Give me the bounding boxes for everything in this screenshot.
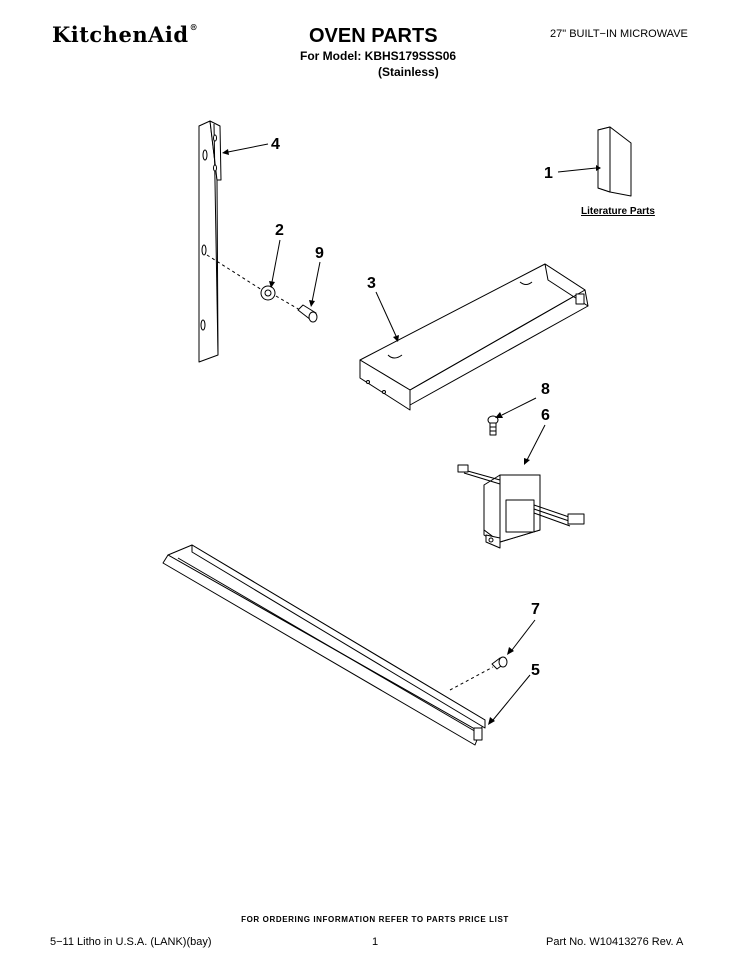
- callout-2: 2: [275, 222, 284, 239]
- brand-name: KitchenAid: [52, 22, 189, 47]
- callout-4: 4: [271, 136, 280, 153]
- page-number: 1: [372, 936, 379, 948]
- callout-8: 8: [541, 381, 550, 398]
- part-number: Part No. W10413276 Rev. A: [546, 936, 684, 948]
- part-7-screw: [491, 656, 508, 670]
- litho-info: 5−11 Litho in U.S.A. (LANK)(bay): [50, 936, 212, 948]
- callout-leaders: [222, 143, 601, 725]
- model-number: For Model: KBHS179SSS06: [300, 49, 457, 63]
- callout-7: 7: [531, 601, 540, 618]
- callout-3: 3: [367, 275, 376, 292]
- part-2-grommet-nut: [206, 254, 276, 301]
- callout-9: 9: [315, 245, 324, 262]
- part-9-screw: [275, 295, 318, 323]
- brand-logo: KitchenAid®: [52, 22, 198, 47]
- page-title: OVEN PARTS: [309, 25, 438, 47]
- callout-6: 6: [541, 407, 550, 424]
- finish-label: (Stainless): [378, 65, 439, 79]
- callout-1: 1: [544, 165, 553, 182]
- part-1-literature-booklet: [597, 126, 632, 197]
- registered-mark: ®: [189, 22, 199, 32]
- part-6-transformer: [457, 464, 585, 549]
- part-5-bottom-rail: [162, 544, 494, 746]
- callout-5: 5: [531, 662, 540, 679]
- part-4-vertical-bracket: [198, 120, 222, 363]
- literature-parts-label: Literature Parts: [581, 206, 655, 217]
- product-type: 27" BUILT−IN MICROWAVE: [550, 28, 688, 40]
- part-3-horizontal-bracket: [359, 263, 589, 411]
- part-8-screw: [487, 415, 499, 436]
- ordering-note: FOR ORDERING INFORMATION REFER TO PARTS …: [241, 915, 509, 924]
